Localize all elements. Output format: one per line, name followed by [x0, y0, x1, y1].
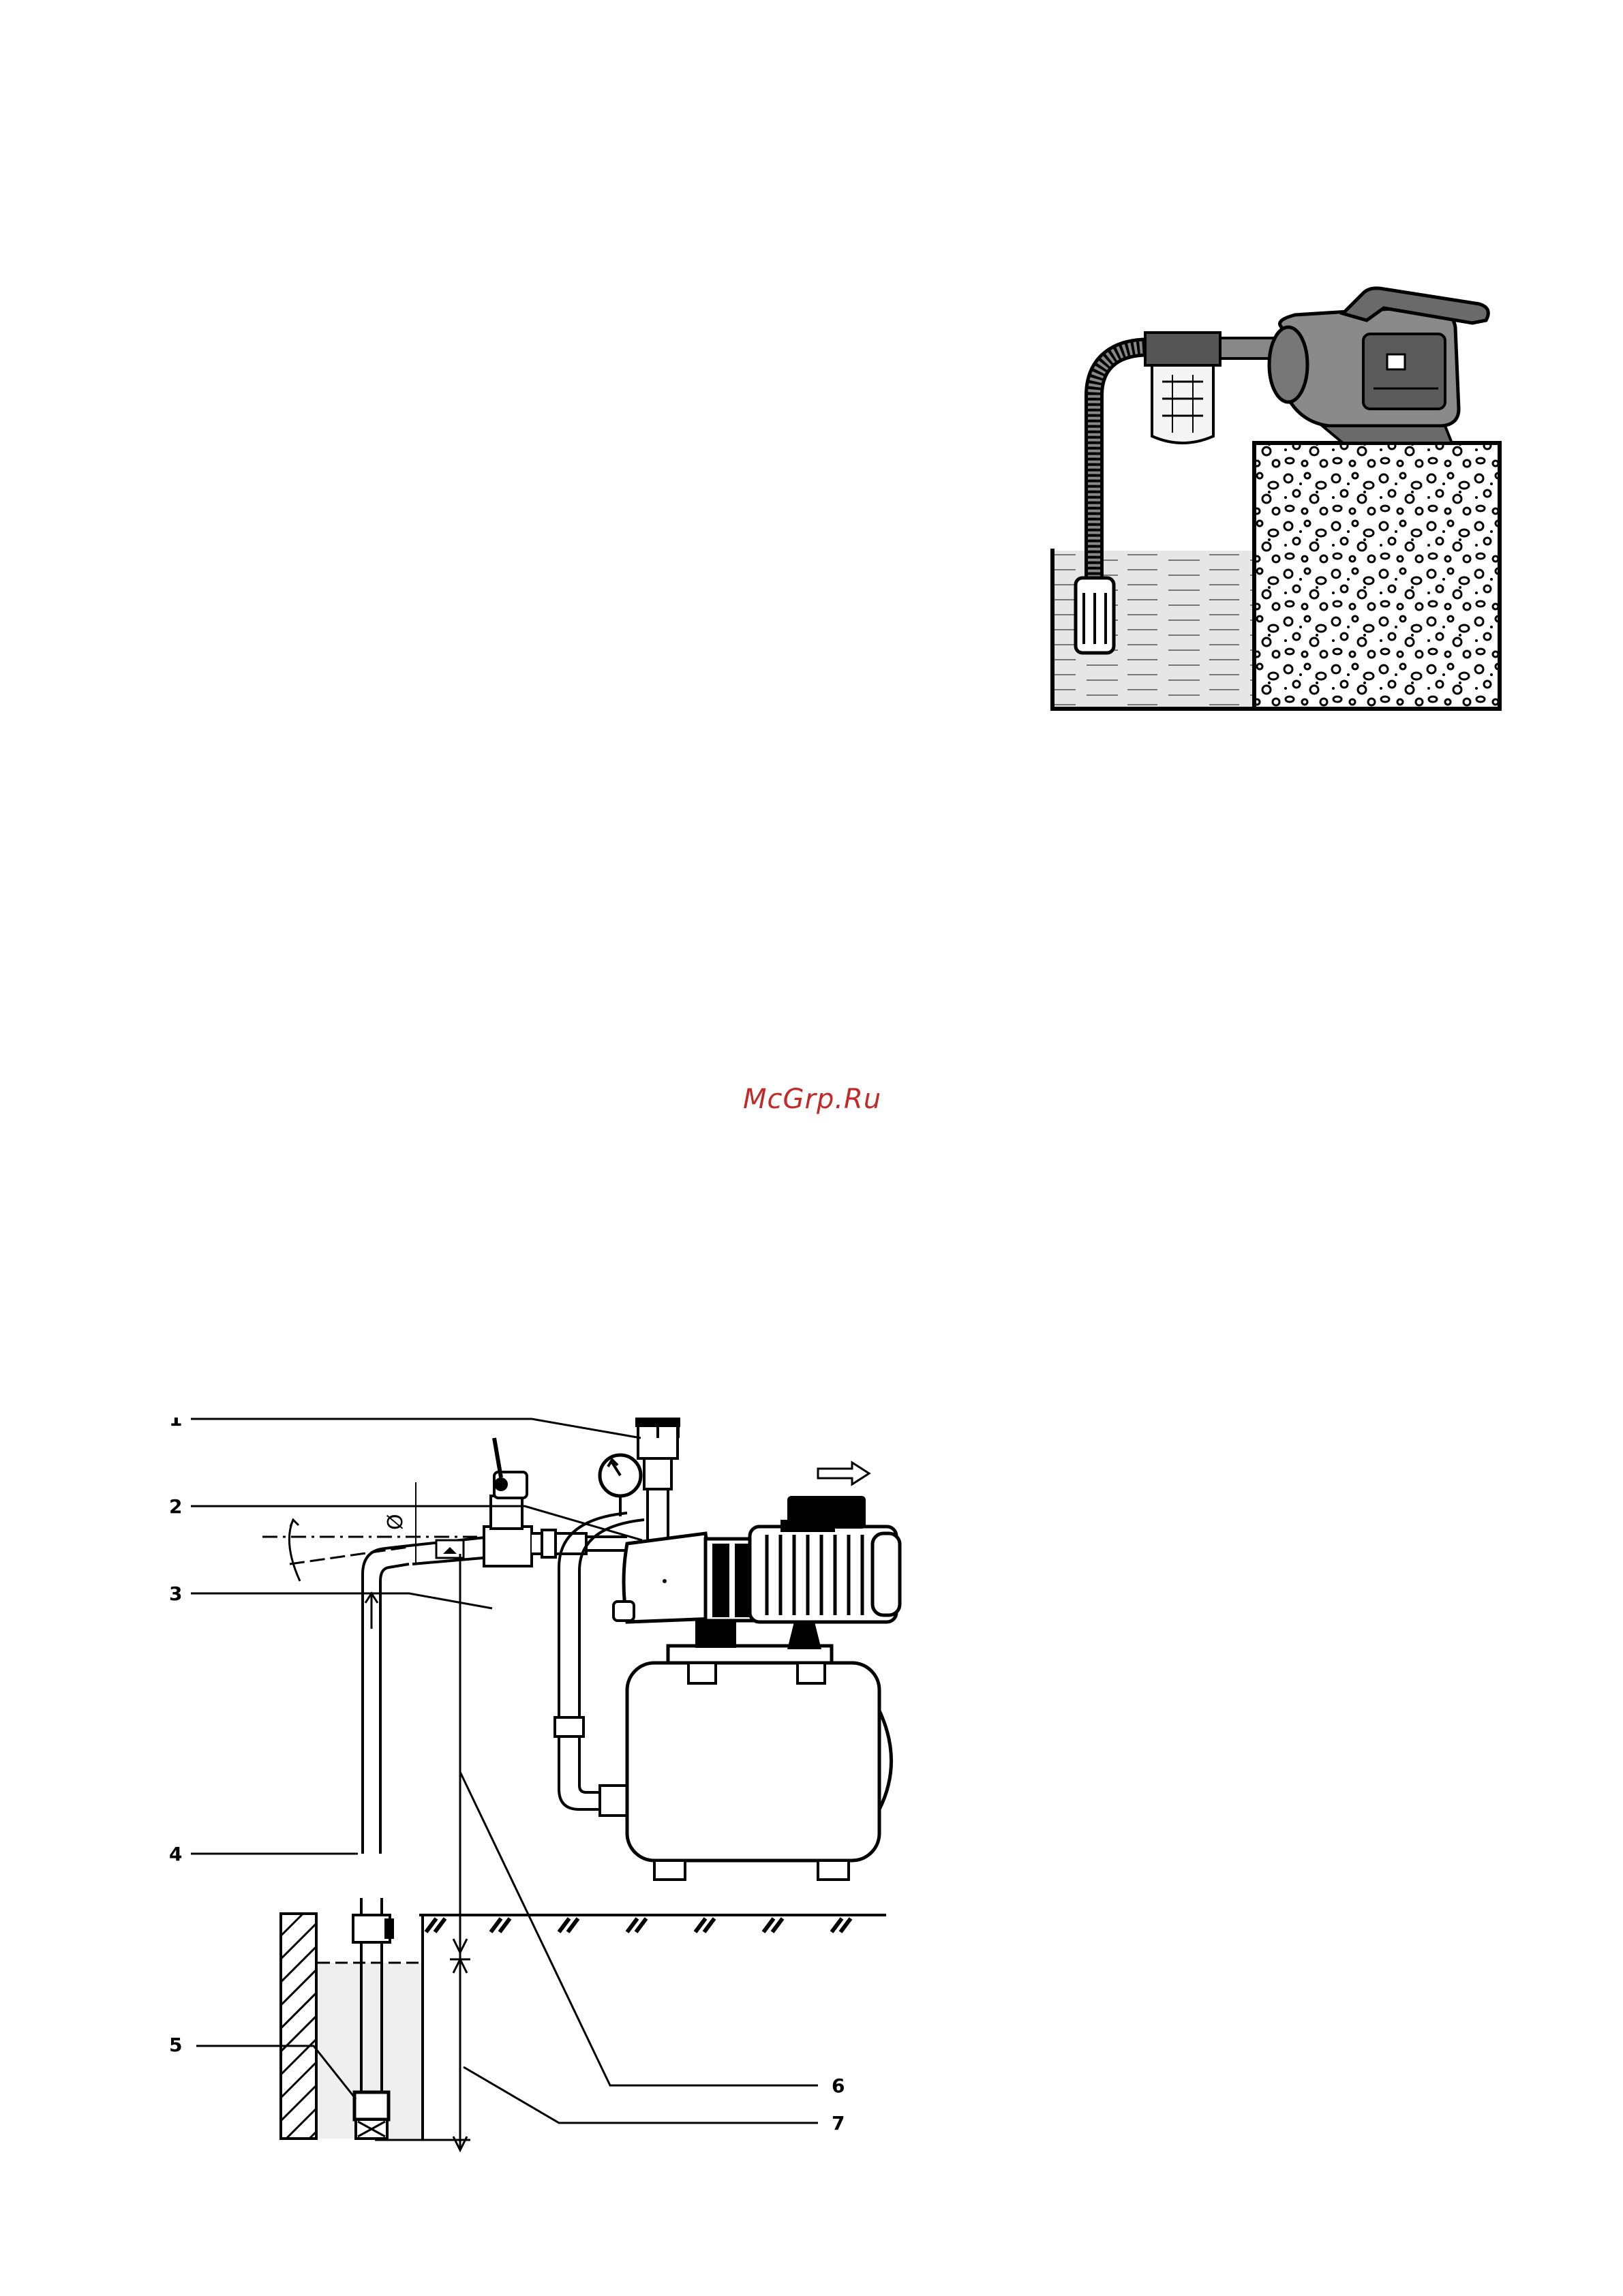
callout-6: 6 [832, 2075, 845, 2097]
bottom-figure-installation-scheme: Ø [150, 1418, 913, 2174]
leader-line-7 [464, 2067, 818, 2123]
watermark-text: McGrp.Ru [743, 1084, 893, 1115]
callout-7: 7 [832, 2112, 845, 2134]
ball-valve-tee [484, 1527, 532, 1566]
callout-2: 2 [169, 1495, 182, 1518]
discharge-pipe [648, 1486, 668, 1544]
diameter-symbol: Ø [384, 1514, 408, 1530]
callout-5: 5 [169, 2034, 182, 2056]
foot-valve [354, 2092, 389, 2119]
outlet-arrow [818, 1463, 869, 1484]
leader-line-3 [191, 1593, 492, 1608]
well-wall-left [281, 1914, 316, 2139]
top-figure-pump-with-filter [1043, 279, 1506, 716]
callout-1: 1 [169, 1418, 182, 1430]
ground-hatching [426, 1918, 851, 1932]
pressure-tank [627, 1663, 879, 1861]
leader-line-1 [191, 1419, 641, 1438]
callout-4: 4 [169, 1843, 182, 1865]
callout-3: 3 [169, 1582, 182, 1605]
pump-casing [624, 1533, 716, 1622]
